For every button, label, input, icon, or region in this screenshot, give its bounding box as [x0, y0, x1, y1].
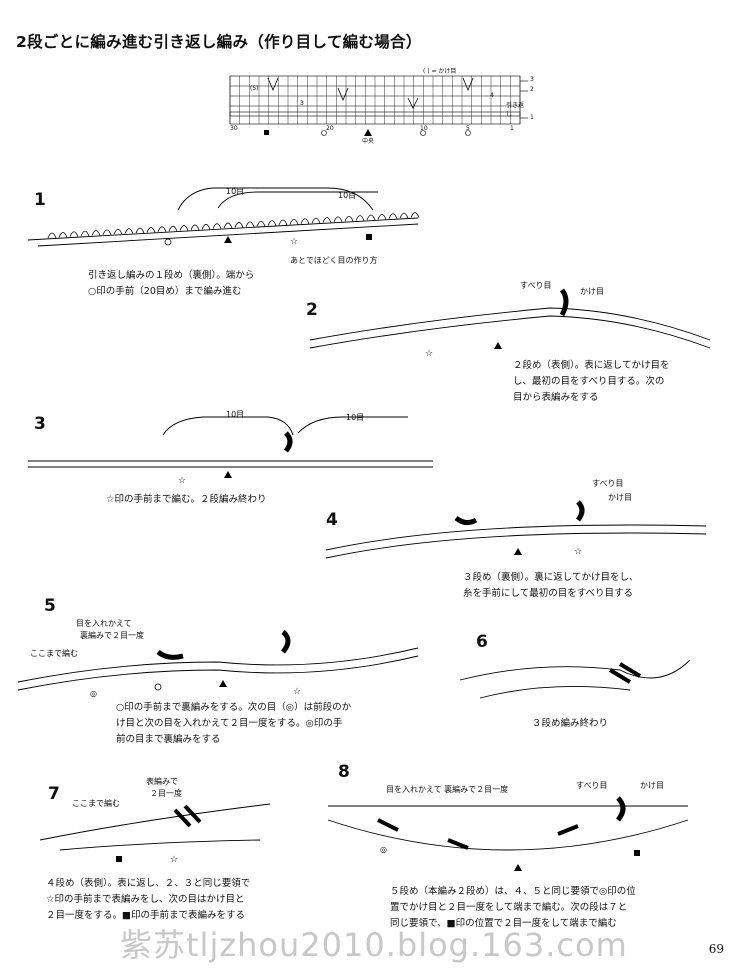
step-5-label-swap: 目を入れかえて — [76, 619, 132, 628]
caption-line: 同じ要領で、■印の位置で２目一度をして端まで編む — [390, 918, 617, 929]
double-circle-mark-right — [465, 130, 471, 136]
step-3-number: 3 — [34, 414, 46, 434]
step-5-illustration: ◎ ☆ — [17, 630, 419, 698]
step-2-label-yo: かけ目 — [580, 287, 604, 296]
caption-line: ○印の手前（20目め）まで編み進む — [88, 286, 242, 297]
step-4-number: 4 — [326, 510, 338, 530]
caption-line: ☆印の手前まで表編みをし、次の目はかけ目と — [46, 894, 245, 905]
chart-row-3: 3 — [530, 76, 534, 83]
step-1-caption: 引き返し編みの１段め（裏側）。端から ○印の手前（20目め）まで編み進む — [88, 268, 254, 300]
chart-row-1: 1 — [530, 114, 534, 121]
svg-text:◎: ◎ — [380, 845, 387, 854]
knitting-chart: ( ) = かけ目 3 2 1 引き返し 30 20 10 5 1 中央 (5)… — [228, 62, 534, 145]
step-8-illustration: ◎ — [327, 796, 689, 871]
chart-left-mark-5: (5) — [250, 85, 259, 92]
step-5-number: 5 — [44, 596, 56, 616]
caption-line: 前の目まで裏編みをする — [116, 734, 221, 745]
step-7-label-k2tog: ２目一度 — [150, 789, 182, 798]
step-8-label-yo: かけ目 — [640, 781, 664, 790]
step-8-label-slip: すべり目 — [576, 781, 608, 790]
step-4-label-yo: かけ目 — [608, 493, 632, 502]
square-mark — [264, 130, 269, 135]
svg-text:☆: ☆ — [574, 547, 582, 557]
caption-line: ５段め（本編み２段め）は、４、５と同じ要領で◎印の位 — [390, 886, 636, 897]
step-2-number: 2 — [306, 300, 318, 320]
double-circle-mark — [321, 130, 327, 136]
chart-left-mark-3: 3 — [300, 100, 304, 107]
chart-left-mark-4: 4 — [490, 92, 494, 99]
caption-line: ２段め（表側）。表に返してかけ目を — [513, 360, 670, 371]
step-3-label-10b: 10目 — [346, 413, 365, 422]
watermark: 紫苏tljzhou2010.blog.163.com — [120, 926, 628, 964]
caption-line: 置でかけ目と２目一度をして端まで編む。次の段は７と — [390, 902, 628, 913]
page-title: 2段ごとに編み進む引き返し編み（作り目して編む場合） — [16, 33, 422, 51]
step-3-illustration: ☆ — [28, 416, 433, 486]
step-1-label-10b: 10目 — [338, 191, 357, 200]
svg-text:☆: ☆ — [178, 476, 186, 486]
step-8-number: 8 — [338, 762, 350, 782]
step-8-label-swap: 目を入れかえて 裏編みで２目一度 — [386, 785, 509, 794]
chart-num-1: 1 — [510, 125, 514, 132]
svg-text:☆: ☆ — [170, 855, 178, 865]
caption-line: け目と次の目を入れかえて２目一度をする。◎印の手 — [116, 718, 343, 729]
step-7-label-k: 表編みで — [146, 777, 178, 786]
caption-line: ４段め（表側）。表に返し、２、３と同じ要領で — [46, 878, 251, 889]
svg-text:☆: ☆ — [293, 687, 301, 697]
chart-num-5: 5 — [466, 125, 470, 132]
step-3-caption: ☆印の手前まで編む。２段編み終わり — [106, 492, 267, 508]
chart-legend: ( ) = かけ目 — [423, 68, 457, 75]
step-4-label-slip: すべり目 — [592, 479, 624, 488]
step-4-caption: ３段め（裏側）。裏に返してかけ目をし、 糸を手前にして最初の目をすべり目する — [463, 570, 638, 602]
step-7-label-here: ここまで編む — [72, 799, 120, 808]
circle-mark — [420, 130, 426, 136]
step-6-number: 6 — [476, 632, 488, 652]
step-2-label-slip: すべり目 — [520, 281, 552, 290]
chart-side-label: 引き返し — [506, 102, 525, 118]
step-7-caption: ４段め（表側）。表に返し、２、３と同じ要領で ☆印の手前まで表編みをし、次の目は… — [46, 876, 250, 924]
svg-text:☆: ☆ — [290, 237, 298, 247]
step-1-illustration: ☆ — [27, 187, 420, 247]
step-2-illustration: ☆ — [309, 288, 711, 359]
svg-text:◎: ◎ — [90, 689, 97, 698]
step-6-illustration — [459, 659, 691, 699]
caption-line: 目から表編みをする — [513, 392, 599, 403]
step-1-label-10a: 10目 — [226, 187, 245, 196]
step-7-illustration: ☆ — [39, 803, 271, 865]
step-2-caption: ２段め（表側）。表に返してかけ目を し、最初の目をすべり目する。次の 目から表編… — [513, 358, 669, 406]
step-7-number: 7 — [48, 784, 60, 804]
chart-num-20: 20 — [326, 125, 334, 132]
step-1-number: 1 — [34, 190, 46, 210]
svg-text:☆: ☆ — [425, 349, 433, 359]
step-5-label-p2tog: 裏編みで２目一度 — [80, 631, 144, 640]
caption-line: ○印の手前まで裏編みをする。次の目（◎）は前段のか — [116, 702, 352, 713]
chart-center-label: 中央 — [362, 138, 375, 145]
chart-row-2: 2 — [530, 86, 534, 93]
caption-line: し、最初の目をすべり目する。次の — [513, 376, 665, 387]
chart-num-10: 10 — [420, 125, 428, 132]
step-3-label-10a: 10目 — [226, 410, 245, 419]
step-4-illustration: ☆ — [325, 500, 707, 559]
step-1-label-provisional: あとでほどく目の作り方 — [290, 256, 378, 265]
chart-num-30: 30 — [230, 125, 238, 132]
caption-line: ３段め（裏側）。裏に返してかけ目をし、 — [463, 572, 639, 583]
step-6-caption: ３段め編み終わり — [532, 716, 608, 732]
step-5-label-here: ここまで編む — [30, 649, 78, 658]
caption-line: ２目一度をする。■印の手前まで表編みをする — [46, 910, 245, 921]
caption-line: ３段め編み終わり — [532, 718, 609, 729]
step-8-caption: ５段め（本編み２段め）は、４、５と同じ要領で◎印の位 置でかけ目と２目一度をして… — [390, 884, 636, 932]
center-triangle — [364, 129, 372, 136]
caption-line: 引き返し編みの１段め（裏側）。端から — [88, 270, 255, 281]
page-number: 69 — [708, 942, 724, 956]
chart-grid — [229, 75, 528, 136]
step-5-caption: ○印の手前まで裏編みをする。次の目（◎）は前段のか け目と次の目を入れかえて２目… — [116, 700, 351, 748]
caption-line: 糸を手前にして最初の目をすべり目する — [463, 588, 634, 599]
caption-line: ☆印の手前まで編む。２段編み終わり — [106, 494, 267, 505]
